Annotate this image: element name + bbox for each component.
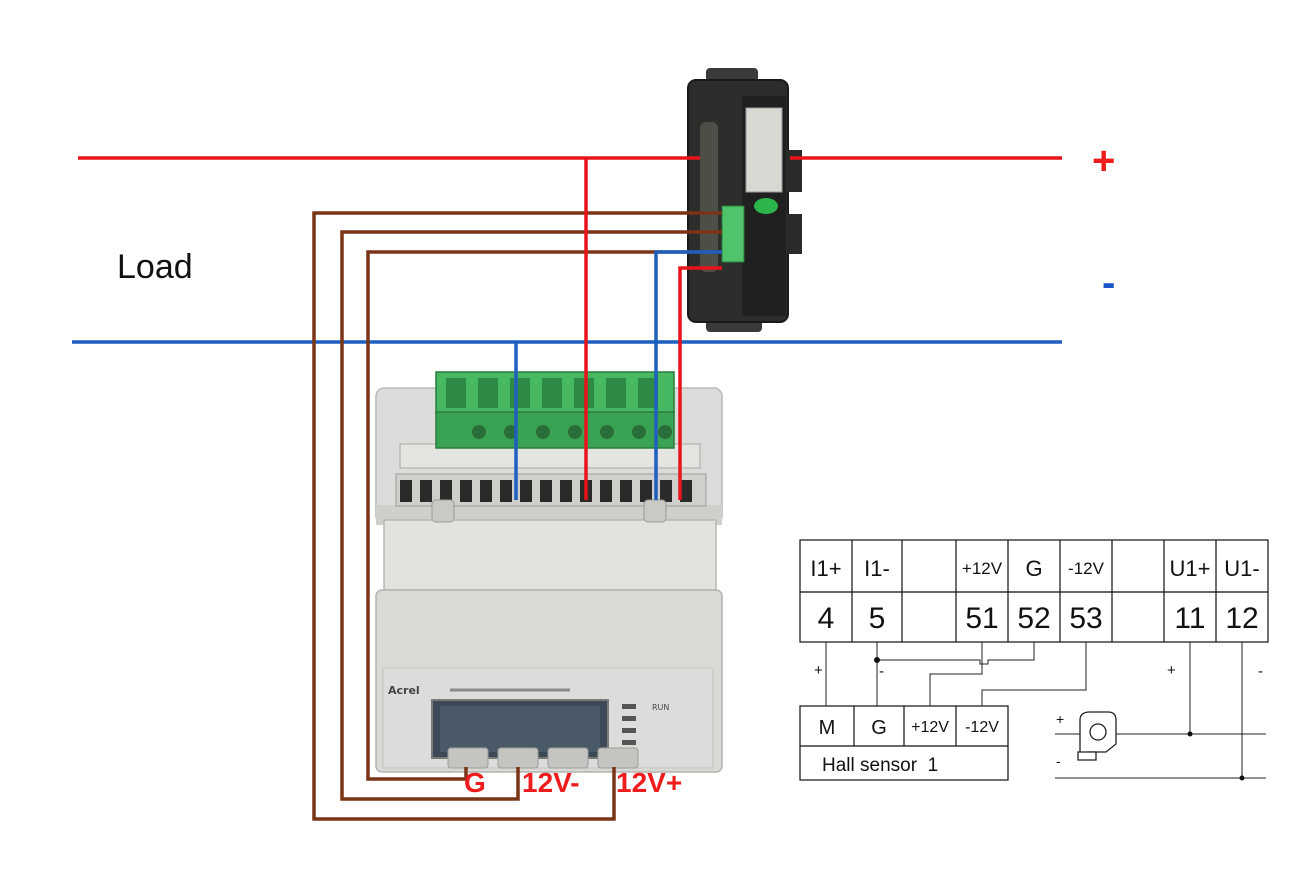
conn-minus-12v: [981, 642, 1087, 706]
hall-sensor-tab-bottom: [786, 214, 802, 254]
junction-u1-minus: [1239, 775, 1245, 781]
12v-plus-label: 12V+: [616, 767, 682, 798]
terminal-header-plus-12v: +12V: [962, 559, 1003, 578]
hall-sensor-sticker: [754, 198, 778, 214]
hall-sensor-name: Hall sensor 1: [822, 755, 938, 776]
hall-sensor-device: [687, 68, 802, 332]
hall-header-m: M: [819, 717, 836, 739]
meter-green-terminal-block: [435, 371, 675, 449]
terminal-header-i1-minus: I1-: [864, 556, 890, 581]
hall-header-plus-12v: +12V: [911, 719, 949, 736]
sign-i1-minus: -: [879, 663, 884, 680]
meter-clip-left: [431, 499, 455, 523]
wire-i1-plus: [678, 266, 722, 500]
terminal-number-51: 51: [965, 602, 998, 635]
wire-12v-minus: [340, 230, 722, 801]
meter-led-3: [622, 728, 636, 733]
meter-led-4: [622, 740, 636, 745]
terminal-number-5: 5: [869, 602, 886, 635]
12v-minus-label: 12V-: [522, 767, 580, 798]
meter-led-2: [622, 716, 636, 721]
junction-u1-plus: [1187, 731, 1193, 737]
schematic-wiring: [825, 642, 1266, 779]
terminal-header-minus-12v: -12V: [1068, 559, 1105, 578]
meter-clip-right: [643, 499, 667, 523]
sensor-wires: [312, 211, 722, 821]
hall-sensor-symbol-icon: [1077, 711, 1117, 761]
sign-i1-plus: +: [814, 662, 823, 679]
wire-g: [366, 250, 722, 781]
terminal-header-u1-minus: U1-: [1224, 556, 1259, 581]
conn-g: [877, 642, 1035, 665]
terminal-number-11: 11: [1174, 602, 1205, 635]
meter-led-1: [622, 704, 636, 709]
terminal-number-53: 53: [1069, 602, 1102, 635]
sign-u1-plus: +: [1167, 662, 1176, 679]
terminal-header-u1-plus: U1+: [1170, 556, 1211, 581]
terminal-number-4: 4: [818, 602, 835, 635]
terminal-table: I1+ I1- +12V G -12V U1+ U1- 4 5 51 52 53…: [799, 539, 1269, 643]
meter-button-1[interactable]: [447, 747, 489, 769]
sign-sensor-minus: -: [1056, 753, 1061, 769]
meter-lcd-glass: [440, 706, 600, 752]
conn-plus-12v: [929, 642, 983, 706]
hall-sensor-table: M G +12V -12V Hall sensor 1: [799, 705, 1009, 781]
terminal-header-g: G: [1025, 556, 1042, 581]
hall-sensor-green-terminal: [721, 205, 745, 263]
hall-sensor-tab-top: [786, 150, 802, 192]
hall-header-minus-12v: -12V: [965, 719, 999, 736]
meter-brand: Acrel: [388, 684, 420, 697]
hall-header-g: G: [871, 717, 887, 739]
terminal-header-i1-plus: I1+: [810, 556, 841, 581]
hall-sensor-label: [745, 107, 783, 193]
sign-sensor-plus: +: [1056, 711, 1064, 727]
wire-12v-plus: [312, 211, 722, 821]
terminal-number-12: 12: [1225, 602, 1258, 635]
sign-u1-minus: -: [1258, 663, 1263, 680]
meter-button-4[interactable]: [597, 747, 639, 769]
meter-button-2[interactable]: [497, 747, 539, 769]
meter-button-3[interactable]: [547, 747, 589, 769]
negative-sign: -: [1102, 261, 1115, 305]
wire-i1-minus: [654, 250, 722, 500]
meter-run-label: RUN: [652, 703, 669, 712]
terminal-number-52: 52: [1017, 602, 1050, 635]
hall-sensor-window: [700, 122, 718, 272]
energy-meter: Acrel RUN: [375, 371, 723, 773]
meter-cover: [383, 519, 717, 591]
g-terminal-label: G: [464, 767, 486, 798]
load-label: Load: [117, 248, 193, 286]
junction-i1-minus: [874, 657, 880, 663]
positive-sign: +: [1092, 139, 1115, 183]
